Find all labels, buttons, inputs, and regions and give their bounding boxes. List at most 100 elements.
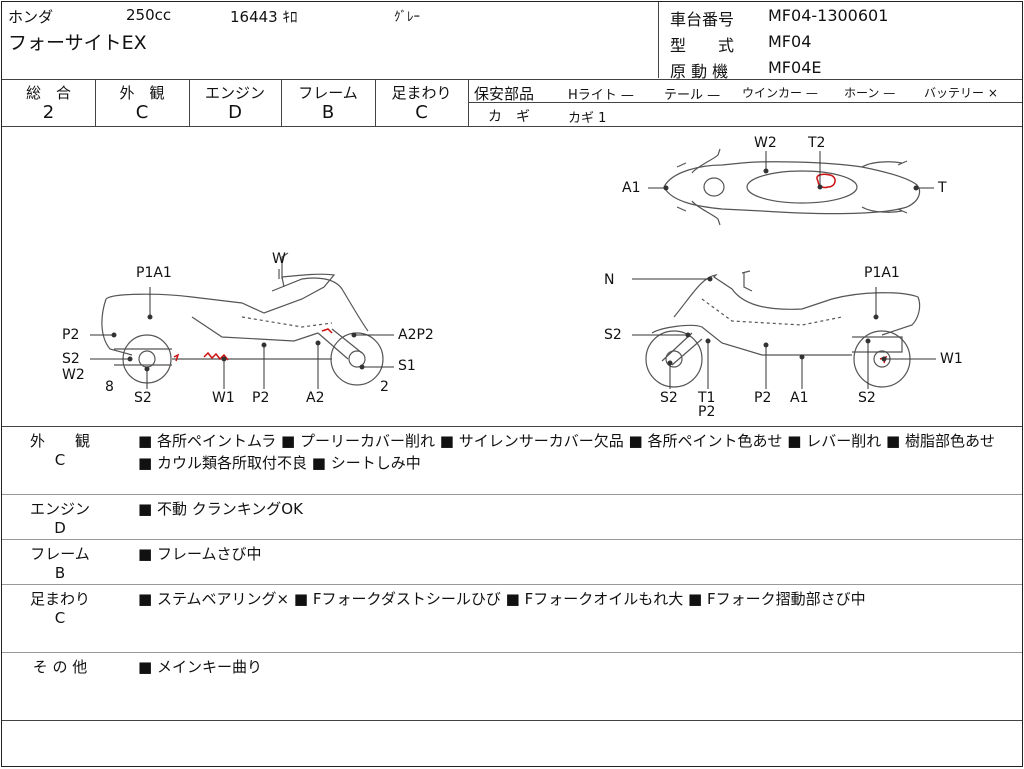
type-value: MF04 <box>768 32 812 51</box>
right-side-scooter <box>645 270 921 388</box>
remark-item: ステムベアリング× <box>156 590 290 608</box>
remark-item: カウル類各所取付不良 <box>156 454 307 472</box>
diagram-label: T2 <box>808 135 826 151</box>
divider <box>2 79 1022 80</box>
remark-items-engine: ■ 不動 クランキングOK <box>138 498 303 519</box>
diagram-label: A2 <box>306 390 325 406</box>
safety-item-battery: バッテリー × <box>924 86 998 100</box>
divider <box>2 494 1022 495</box>
frame-no: MF04-1300601 <box>768 6 889 25</box>
divider <box>2 126 1022 127</box>
remark-grade-exterior: C <box>54 451 66 469</box>
diagram-label: P1A1 <box>864 265 900 281</box>
remark-item: レバー削れ <box>806 432 882 450</box>
divider <box>375 79 376 126</box>
engine-label: 原 動 機 <box>670 62 729 81</box>
diagram-label: S2 <box>858 390 876 406</box>
type-label: 型 式 <box>670 36 735 55</box>
key-value: カギ 1 <box>568 111 607 126</box>
remark-grade-frame: B <box>54 564 66 582</box>
divider <box>2 426 1022 427</box>
divider <box>281 79 282 126</box>
remark-grade-engine: D <box>54 519 66 537</box>
damage-marks <box>173 173 888 364</box>
square-icon: ■ <box>138 590 157 608</box>
safety-item-headlight: Hライト — <box>568 88 634 103</box>
divider <box>2 652 1022 653</box>
square-icon: ■ <box>886 432 905 450</box>
square-icon: ■ <box>138 454 157 472</box>
remark-items-exterior: ■ 各所ペイントムラ ■ プーリーカバー削れ ■ サイレンサーカバー欠品 ■ 各… <box>138 430 1008 474</box>
remark-items-other: ■ メインキー曲り <box>138 656 262 677</box>
key-label: カ ギ <box>488 109 530 125</box>
square-icon: ■ <box>311 454 331 472</box>
grade-value-frame: B <box>321 102 335 123</box>
grade-value-engine: D <box>228 102 242 123</box>
top-view-scooter <box>663 148 921 226</box>
square-icon: ■ <box>628 432 648 450</box>
diagram-label: W2 <box>62 367 85 383</box>
remark-label-engine: エンジン <box>29 500 90 518</box>
diagram-label: T1 <box>698 390 716 406</box>
maker: ホンダ <box>8 8 54 26</box>
diagram-label: S2 <box>604 327 622 343</box>
grade-label-overall: 総 合 <box>25 84 71 102</box>
remark-label-frame: フレーム <box>30 545 90 563</box>
safety-label: 保安部品 <box>474 85 535 103</box>
square-icon: ■ <box>293 590 313 608</box>
divider <box>2 539 1022 540</box>
remark-item: プーリーカバー削れ <box>299 432 435 450</box>
diagram-label: S2 <box>134 390 152 406</box>
diagram-label: P2 <box>62 327 80 343</box>
color: ｸﾞﾚｰ <box>394 10 420 25</box>
grade-label-suspension: 足まわり <box>391 84 452 102</box>
square-icon: ■ <box>138 500 157 518</box>
diagram-label: A2P2 <box>398 327 434 343</box>
divider <box>95 79 96 126</box>
remark-item: 不動 クランキングOK <box>156 500 303 518</box>
diagram-label: P1A1 <box>136 265 172 281</box>
remark-label-other: そ の 他 <box>32 658 88 676</box>
safety-item-winker: ウインカー — <box>742 86 818 100</box>
safety-item-tail: テール — <box>664 88 721 103</box>
divider <box>2 584 1022 585</box>
remark-label-suspension: 足まわり <box>29 590 90 608</box>
square-icon: ■ <box>787 432 807 450</box>
remark-grade-suspension: C <box>54 609 66 627</box>
square-icon: ■ <box>138 545 157 563</box>
safety-item-horn: ホーン — <box>844 86 896 100</box>
diagram-label: W2 <box>754 135 777 151</box>
remark-item: Fフォーク摺動部さび中 <box>706 590 866 608</box>
remark-label-exterior: 外 観 <box>29 432 90 450</box>
grade-label-frame: フレーム <box>298 84 358 102</box>
remark-items-suspension: ■ ステムベアリング× ■ Fフォークダストシールひび ■ Fフォークオイルもれ… <box>138 588 866 609</box>
grade-value-suspension: C <box>415 102 428 123</box>
divider <box>658 2 659 78</box>
remark-item: サイレンサーカバー欠品 <box>458 432 624 450</box>
diagram-label: W1 <box>940 351 963 367</box>
divider <box>468 102 1022 103</box>
grade-label-engine: エンジン <box>204 84 265 102</box>
divider <box>189 79 190 126</box>
diagram-label: 8 <box>105 379 114 395</box>
remark-item: フレームさび中 <box>156 545 262 563</box>
model-name: フォーサイトEX <box>8 32 147 54</box>
square-icon: ■ <box>138 432 157 450</box>
diagram-label: T <box>938 180 947 196</box>
remark-item: Fフォークダストシールひび <box>312 590 501 608</box>
mileage: 16443 ｷﾛ <box>230 8 298 26</box>
diagram-label: P2 <box>252 390 270 406</box>
square-icon: ■ <box>688 590 707 608</box>
diagram-label: S2 <box>62 351 80 367</box>
remark-item: 樹脂部色あせ <box>904 432 995 450</box>
remark-item: メインキー曲り <box>156 658 262 676</box>
diagram-label: 2 <box>380 379 389 395</box>
diagram-label: A1 <box>790 390 809 406</box>
leader-lines <box>90 151 936 389</box>
grade-value-overall: 2 <box>42 102 55 123</box>
square-icon: ■ <box>281 432 300 450</box>
remark-item: 各所ペイントムラ <box>156 432 277 450</box>
diagram-label: S2 <box>660 390 678 406</box>
remark-items-frame: ■ フレームさび中 <box>138 543 262 564</box>
remark-item: シートしみ中 <box>330 454 421 472</box>
